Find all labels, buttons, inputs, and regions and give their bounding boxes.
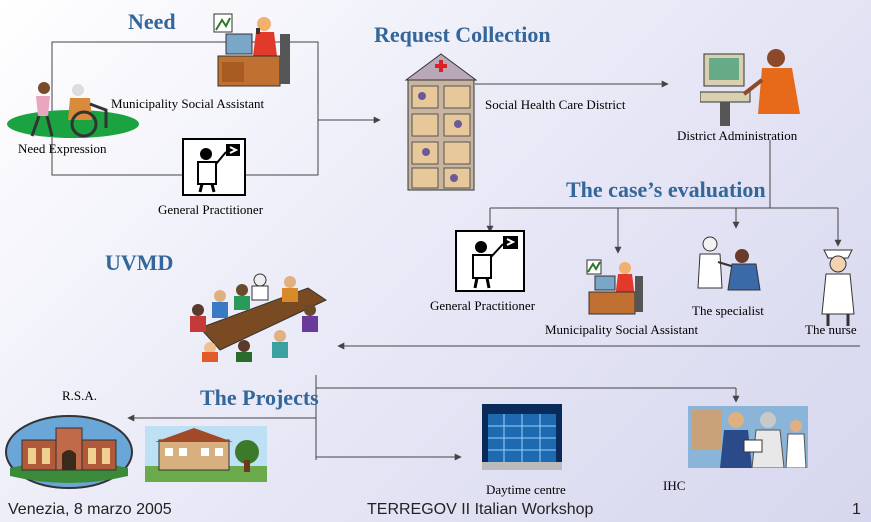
school-building-clipart (145, 426, 267, 482)
uvmd-meeting-clipart (190, 273, 328, 362)
footer-place-date: Venezia, 8 marzo 2005 (8, 501, 172, 518)
uvmd-heading: UVMD (105, 250, 174, 275)
projects-heading: The Projects (200, 385, 319, 410)
social-health-district-label: Social Health Care District (485, 97, 626, 112)
rsa-building-clipart (5, 415, 133, 489)
municipality-assistant-label-eval: Municipality Social Assistant (545, 322, 699, 337)
district-building-clipart (404, 53, 478, 191)
daytime-centre-clipart (482, 404, 562, 470)
nurse-label: The nurse (805, 322, 857, 337)
general-practitioner-clipart-eval (455, 230, 525, 292)
case-evaluation-heading: The case’s evaluation (566, 177, 766, 202)
need-expression-clipart (7, 82, 139, 138)
general-practitioner-label-eval: General Practitioner (430, 298, 536, 313)
need-heading: Need (128, 9, 176, 34)
footer-workshop-title: TERREGOV II Italian Workshop (367, 501, 594, 518)
request-collection-heading: Request Collection (374, 22, 551, 47)
nurse-clipart (821, 249, 855, 326)
specialist-clipart (697, 236, 761, 291)
general-practitioner-label-top: General Practitioner (158, 202, 264, 217)
ihc-clipart (688, 406, 808, 468)
rsa-label: R.S.A. (62, 388, 98, 403)
district-administration-clipart (700, 49, 800, 126)
specialist-label: The specialist (692, 303, 764, 318)
general-practitioner-clipart-top (182, 138, 246, 196)
municipality-assistant-label-top: Municipality Social Assistant (111, 96, 265, 111)
need-expression-label: Need Expression (18, 141, 107, 156)
footer-page-number: 1 (852, 501, 861, 518)
ihc-label: IHC (663, 478, 686, 493)
municipality-assistant-clipart-top (213, 13, 290, 87)
daytime-centre-label: Daytime centre (486, 482, 566, 497)
district-administration-label: District Administration (677, 128, 798, 143)
municipality-assistant-clipart-eval (586, 259, 643, 315)
